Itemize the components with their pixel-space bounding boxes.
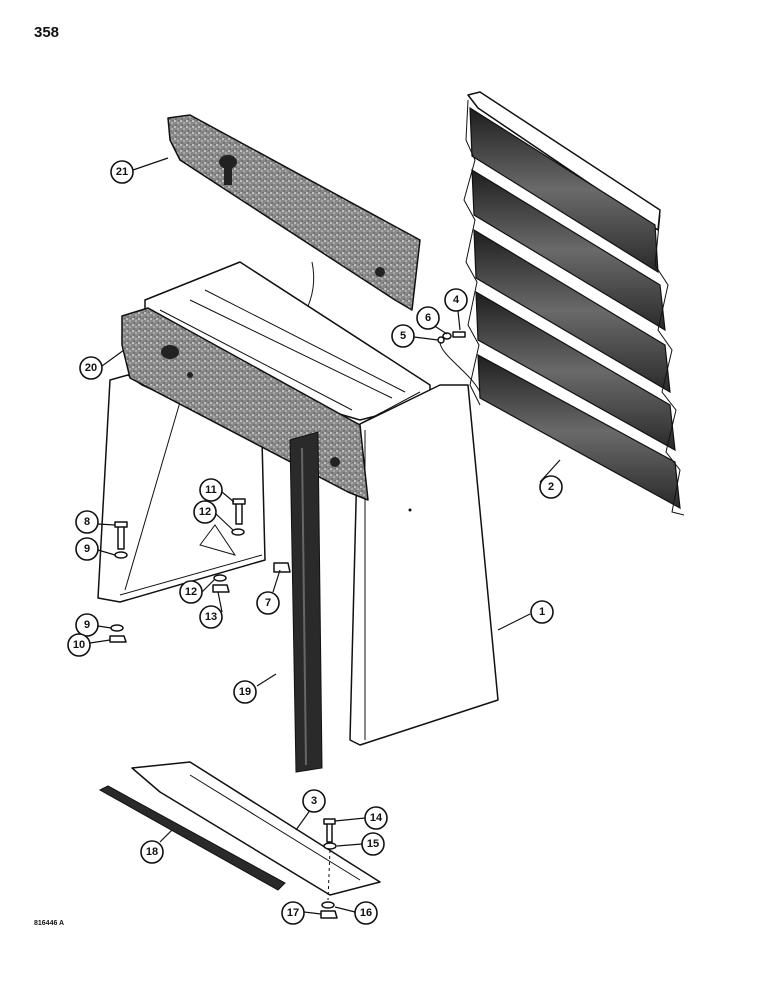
callout-16: 16	[354, 901, 378, 925]
part-3-plate	[131, 761, 381, 896]
part-1-frame	[97, 261, 499, 746]
svg-text:12: 12	[185, 586, 197, 598]
svg-text:2: 2	[548, 481, 554, 493]
svg-text:21: 21	[116, 166, 128, 178]
callout-15: 15	[361, 832, 385, 856]
callout-14: 14	[364, 806, 388, 830]
callout-20: 20	[79, 356, 103, 380]
svg-text:12: 12	[199, 506, 211, 518]
callout-11: 11	[199, 478, 223, 502]
callout-13: 13	[199, 605, 223, 629]
callout-21: 21	[110, 160, 134, 184]
svg-text:5: 5	[400, 330, 406, 342]
svg-text:11: 11	[205, 484, 217, 496]
callout-18: 18	[140, 840, 164, 864]
svg-text:9: 9	[84, 543, 90, 555]
svg-text:6: 6	[425, 312, 431, 324]
svg-text:7: 7	[265, 597, 271, 609]
svg-text:15: 15	[367, 838, 379, 850]
callout-12-lower: 12	[179, 580, 203, 604]
callout-8: 8	[75, 510, 99, 534]
callout-5: 5	[391, 324, 415, 348]
callout-12-upper: 12	[193, 500, 217, 524]
svg-text:13: 13	[205, 611, 217, 623]
callout-2: 2	[539, 475, 563, 499]
svg-text:3: 3	[311, 795, 317, 807]
part-2-grille	[463, 91, 685, 516]
svg-text:17: 17	[287, 907, 299, 919]
figure-code: 816446 A	[34, 920, 65, 927]
svg-text:18: 18	[146, 846, 158, 858]
callout-4: 4	[444, 288, 468, 312]
callout-3: 3	[302, 789, 326, 813]
svg-text:20: 20	[85, 362, 97, 374]
svg-text:19: 19	[239, 686, 251, 698]
svg-text:4: 4	[453, 294, 460, 306]
callout-7: 7	[256, 591, 280, 615]
callout-1: 1	[530, 600, 554, 624]
svg-text:10: 10	[73, 639, 85, 651]
part-19-strip	[289, 431, 323, 773]
svg-text:9: 9	[84, 619, 90, 631]
part-21-panel	[167, 114, 421, 311]
part-18-bar	[98, 785, 286, 891]
callout-9-lower: 9	[75, 613, 99, 637]
callout-9-upper: 9	[75, 537, 99, 561]
hardware	[109, 331, 481, 919]
svg-text:14: 14	[370, 812, 383, 824]
svg-text:16: 16	[360, 907, 372, 919]
callout-6: 6	[416, 306, 440, 330]
callout-10: 10	[67, 633, 91, 657]
svg-text:1: 1	[539, 606, 545, 618]
svg-text:8: 8	[84, 516, 90, 528]
callout-19: 19	[233, 680, 257, 704]
page-number: 358	[34, 24, 60, 41]
callout-17: 17	[281, 901, 305, 925]
